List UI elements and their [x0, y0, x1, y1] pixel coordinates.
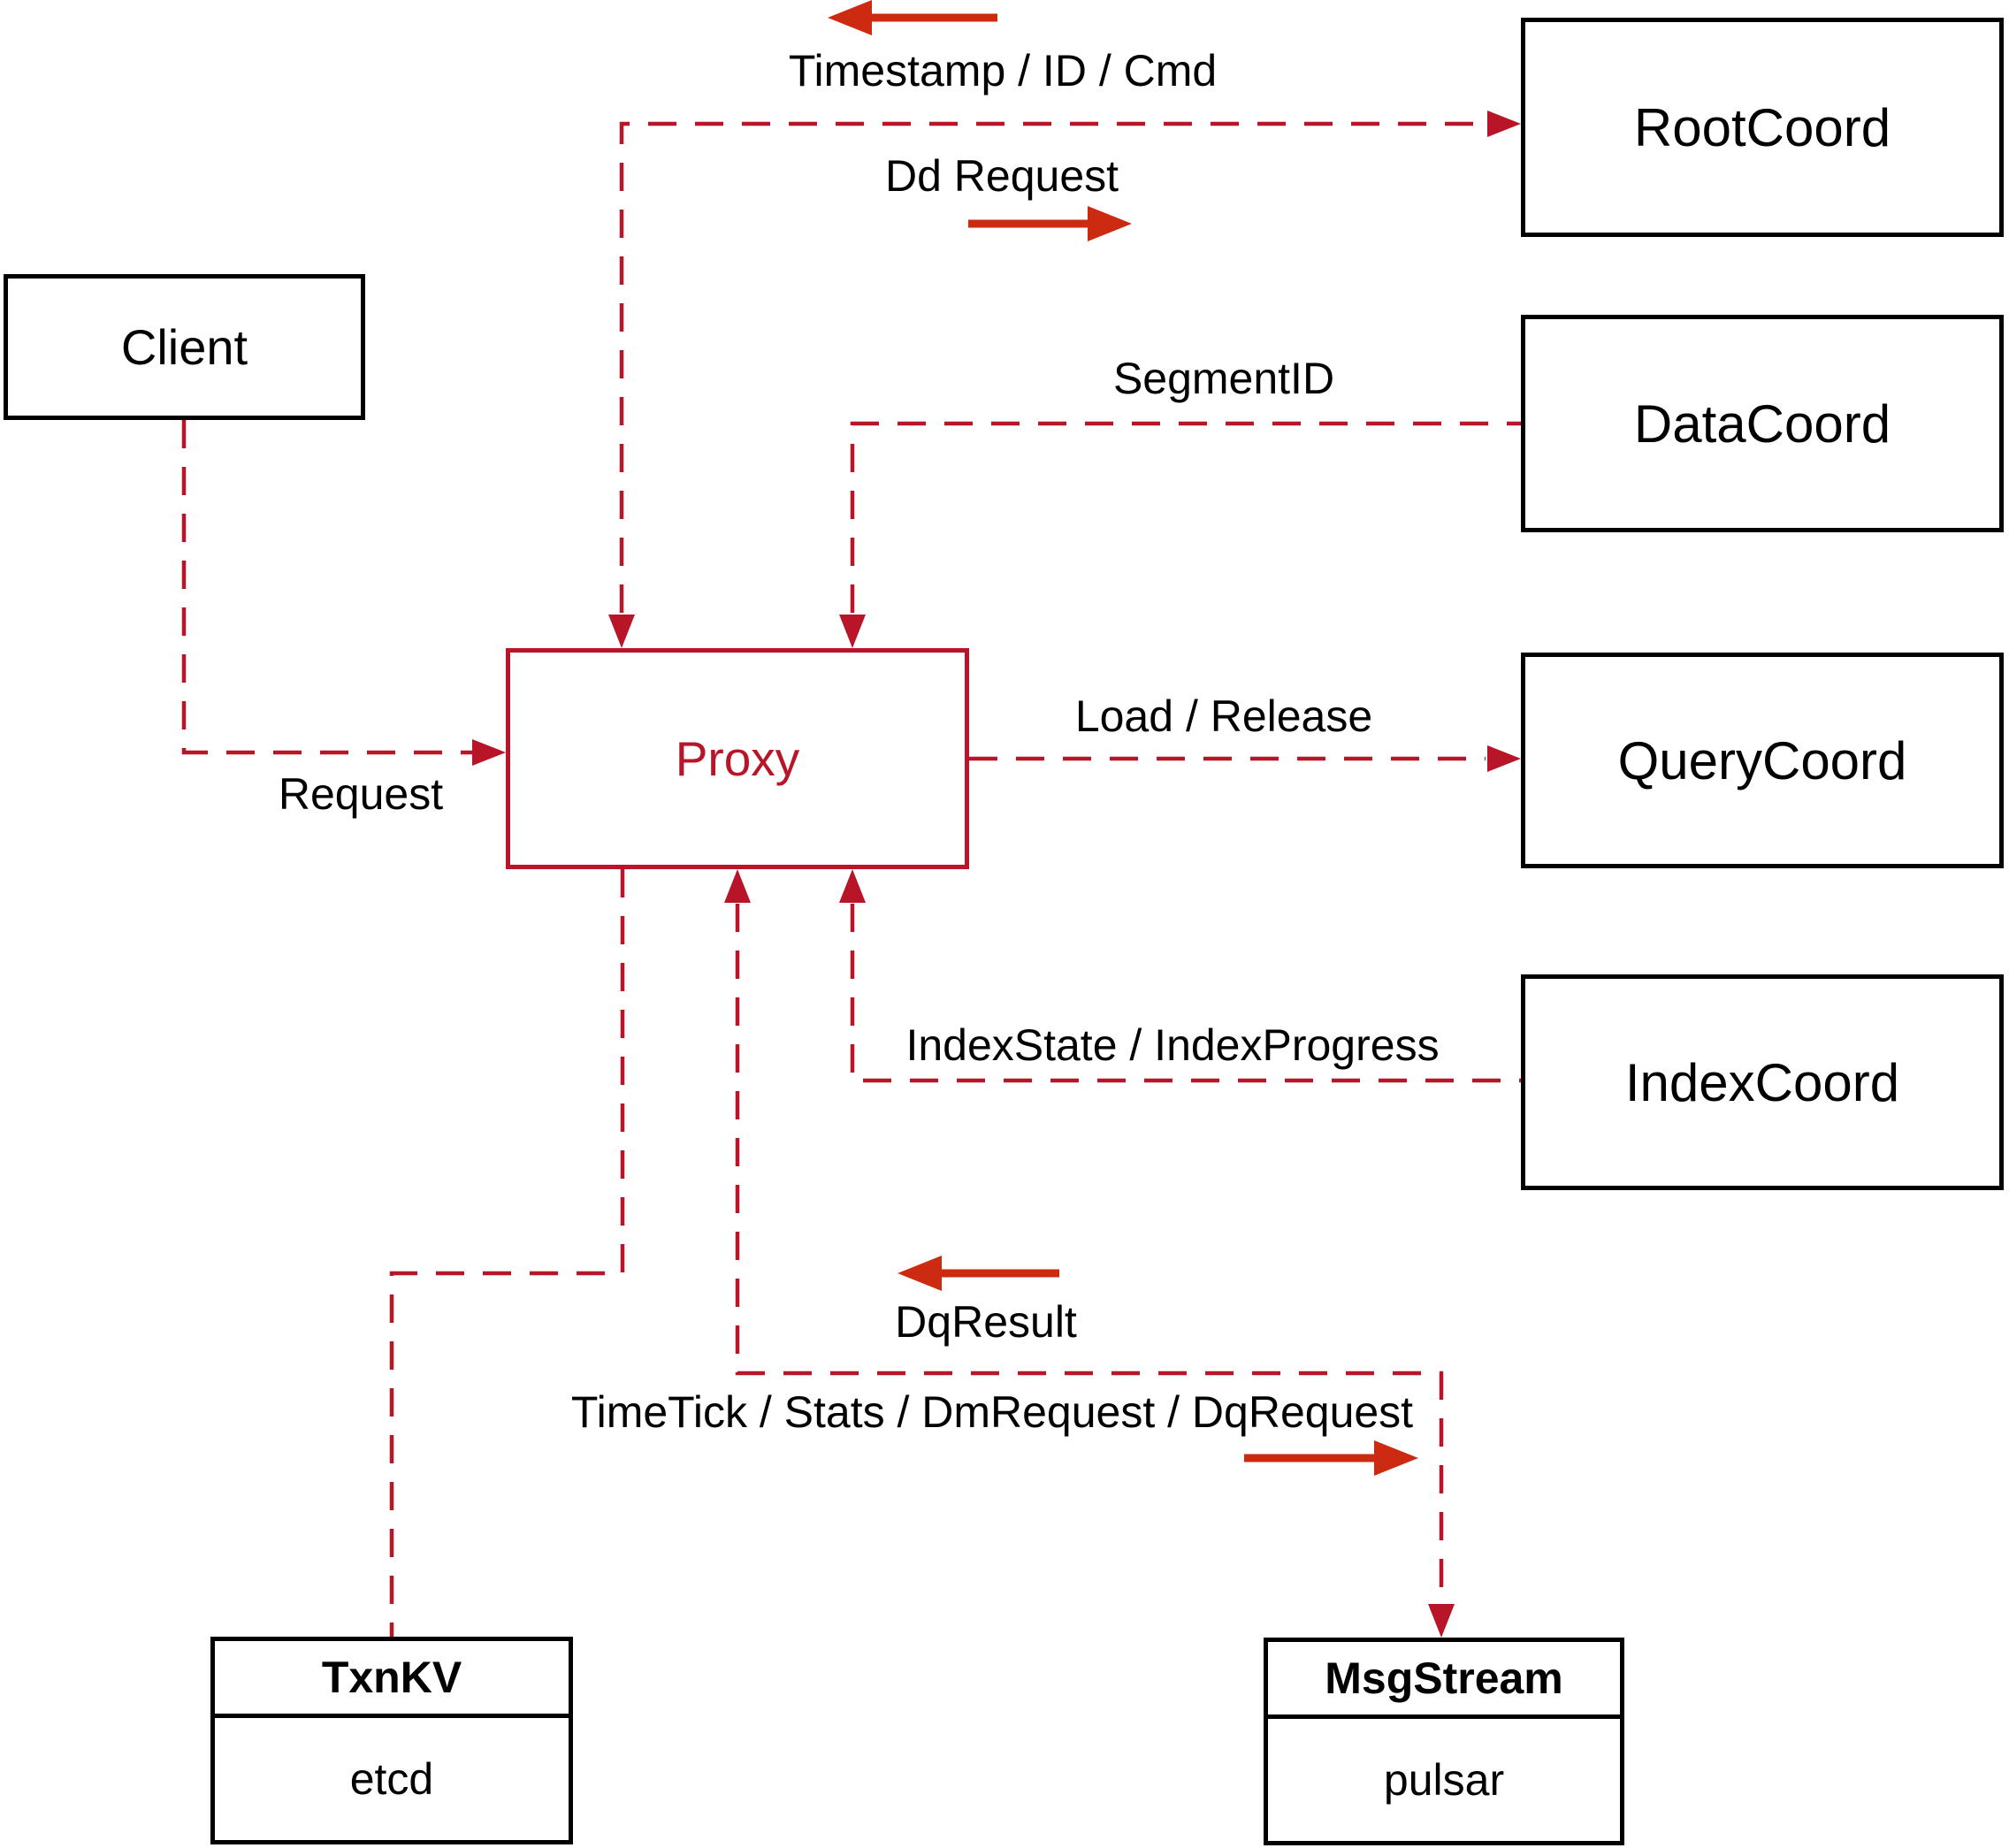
- node-msgstream-impl: pulsar: [1383, 1755, 1505, 1805]
- edge-indexcoord-proxy: [850, 904, 1521, 1083]
- edge-label-index-state-progress: IndexState / IndexProgress: [905, 1020, 1440, 1070]
- edge-label-request: Request: [278, 769, 444, 819]
- edge-label-dq-result: DqResult: [895, 1297, 1077, 1347]
- node-querycoord-label: QueryCoord: [1617, 730, 1907, 790]
- direction-arrow-left-timestamp-icon: [828, 0, 997, 35]
- node-datacoord-label: DataCoord: [1633, 393, 1891, 454]
- arrowhead-into-rootcoord-icon: [1487, 111, 1521, 137]
- edge-label-segment-id: SegmentID: [1112, 354, 1335, 403]
- node-rootcoord: RootCoord: [1521, 18, 2004, 237]
- node-txnkv-impl: etcd: [349, 1754, 434, 1804]
- direction-arrow-right-timetick-icon: [1244, 1440, 1418, 1476]
- direction-arrow-right-dd-request-icon: [968, 206, 1132, 241]
- edge-label-load-release: Load / Release: [1074, 691, 1373, 741]
- node-rootcoord-label: RootCoord: [1633, 97, 1891, 157]
- arrowhead-into-proxy-left-icon: [472, 739, 506, 766]
- node-querycoord: QueryCoord: [1521, 653, 2004, 868]
- node-client: Client: [4, 274, 365, 420]
- arrowhead-into-proxy-top1-icon: [608, 615, 635, 648]
- arrowhead-into-proxy-top2-icon: [839, 615, 866, 648]
- node-client-label: Client: [120, 319, 248, 375]
- direction-arrow-left-dqresult-icon: [898, 1256, 1059, 1291]
- arrowhead-into-proxy-bottom2-icon: [839, 869, 866, 903]
- edge-proxy-rootcoord: [619, 121, 1486, 613]
- edge-label-timestamp-id-cmd: Timestamp / ID / Cmd: [788, 46, 1218, 95]
- node-txnkv: TxnKV etcd: [210, 1637, 573, 1844]
- node-txnkv-title: TxnKV: [215, 1641, 569, 1718]
- edge-datacoord-proxy: [850, 421, 1521, 613]
- edge-client-proxy: [181, 420, 488, 755]
- node-proxy-label: Proxy: [675, 731, 800, 786]
- node-msgstream: MsgStream pulsar: [1264, 1638, 1624, 1845]
- arrowhead-into-msgstream-icon: [1428, 1604, 1455, 1638]
- node-msgstream-title: MsgStream: [1268, 1642, 1620, 1719]
- edge-label-dd-request: Dd Request: [884, 151, 1119, 201]
- node-proxy: Proxy: [506, 648, 969, 869]
- edge-proxy-msgstream: [735, 904, 1444, 1602]
- node-datacoord: DataCoord: [1521, 315, 2004, 532]
- arrowhead-into-querycoord-icon: [1487, 745, 1521, 772]
- node-indexcoord-label: IndexCoord: [1624, 1052, 1900, 1112]
- edge-label-timetick-stats-dm-dq: TimeTick / Stats / DmRequest / DqRequest: [570, 1387, 1414, 1437]
- edge-proxy-txnkv: [389, 869, 625, 1637]
- arrowhead-into-proxy-bottom1-icon: [724, 869, 751, 903]
- node-indexcoord: IndexCoord: [1521, 974, 2004, 1190]
